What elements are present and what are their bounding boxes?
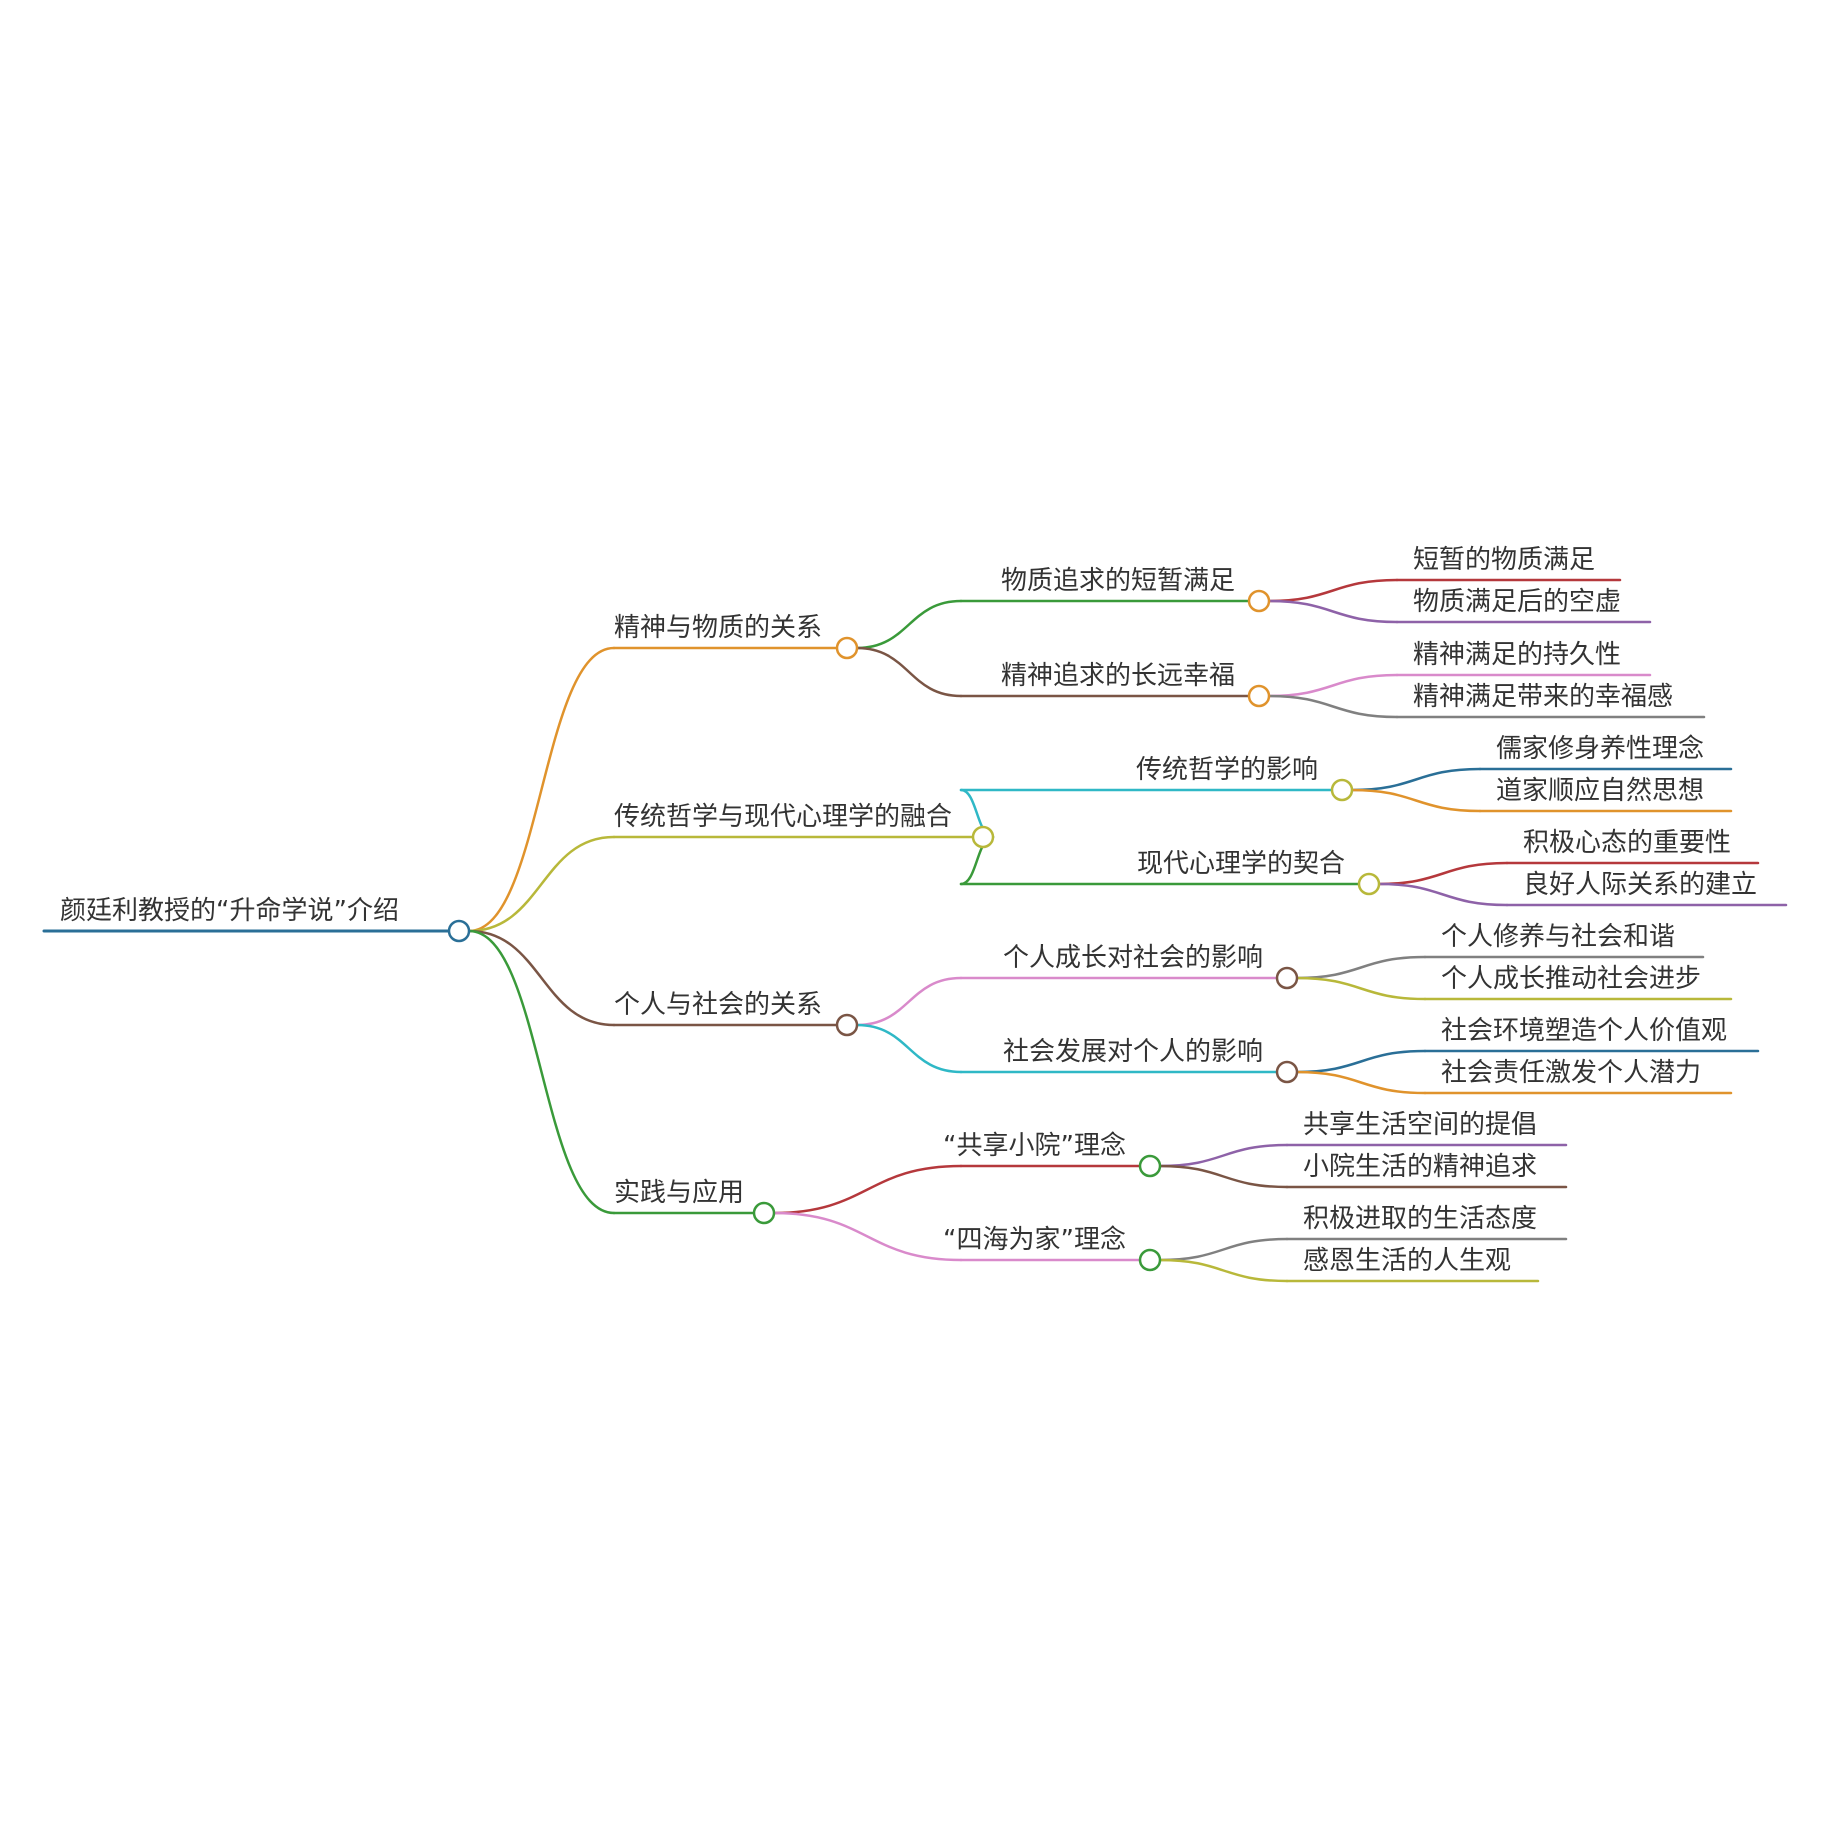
leaf-connector — [1377, 882, 1509, 907]
subbranch-expand-toggle[interactable] — [1357, 872, 1381, 896]
leaf-connector — [1267, 578, 1399, 603]
leaf-connector — [1295, 976, 1427, 1001]
leaf-node-label: 物质满足后的空虚 — [1413, 587, 1621, 617]
subbranch-node-label: 精神追求的长远幸福 — [1001, 661, 1235, 691]
leaf-connector — [1377, 861, 1509, 886]
branch-connector — [467, 835, 616, 933]
subbranch-connector — [772, 1211, 963, 1262]
leaf-node-label: 良好人际关系的建立 — [1523, 870, 1757, 900]
branch-node-label: 个人与社会的关系 — [614, 990, 822, 1020]
branch-expand-toggle[interactable] — [835, 636, 859, 660]
subbranch-expand-toggle[interactable] — [1275, 966, 1299, 990]
leaf-node-label: 积极心态的重要性 — [1523, 828, 1731, 858]
branch-node-label: 传统哲学与现代心理学的融合 — [614, 802, 952, 832]
leaf-node-label: 感恩生活的人生观 — [1303, 1246, 1511, 1276]
leaf-connector — [1295, 1049, 1427, 1074]
subbranch-expand-toggle[interactable] — [1247, 684, 1271, 708]
leaf-connector — [1267, 599, 1399, 624]
leaf-node-label: 社会环境塑造个人价值观 — [1441, 1016, 1727, 1046]
leaf-connector — [1295, 1070, 1427, 1095]
subbranch-node-label: 现代心理学的契合 — [1137, 849, 1345, 879]
subbranch-expand-toggle[interactable] — [1138, 1154, 1162, 1178]
leaf-connector — [1350, 767, 1482, 792]
branch-expand-toggle[interactable] — [971, 825, 995, 849]
leaf-node-label: 个人修养与社会和谐 — [1441, 922, 1675, 952]
subbranch-expand-toggle[interactable] — [1138, 1248, 1162, 1272]
subbranch-expand-toggle[interactable] — [1247, 589, 1271, 613]
branch-expand-toggle[interactable] — [752, 1201, 776, 1225]
subbranch-connector — [772, 1164, 963, 1215]
leaf-node-label: 精神满足的持久性 — [1413, 640, 1621, 670]
leaf-node-label: 精神满足带来的幸福感 — [1413, 682, 1673, 712]
subbranch-node-label: “四海为家”理念 — [943, 1225, 1126, 1255]
leaf-node-label: 短暂的物质满足 — [1413, 545, 1595, 575]
root-node-label: 颜廷利教授的“升命学说”介绍 — [60, 896, 399, 926]
leaf-connector — [1267, 694, 1399, 719]
leaf-connector — [1267, 673, 1399, 698]
leaf-node-label: 积极进取的生活态度 — [1303, 1204, 1537, 1234]
root-expand-toggle[interactable] — [447, 919, 471, 943]
leaf-node-label: 共享生活空间的提倡 — [1303, 1110, 1537, 1140]
branch-connector — [467, 929, 616, 1215]
branch-expand-toggle[interactable] — [835, 1013, 859, 1037]
branch-node-label: 实践与应用 — [614, 1178, 744, 1208]
leaf-connector — [1158, 1143, 1289, 1168]
branch-connector — [467, 646, 616, 933]
leaf-node-label: 小院生活的精神追求 — [1303, 1152, 1537, 1182]
branch-connector — [467, 929, 616, 1027]
leaf-node-label: 儒家修身养性理念 — [1496, 734, 1704, 764]
subbranch-node-label: 物质追求的短暂满足 — [1001, 566, 1235, 596]
subbranch-expand-toggle[interactable] — [1330, 778, 1354, 802]
branch-node-label: 精神与物质的关系 — [614, 613, 822, 643]
leaf-connector — [1350, 788, 1482, 813]
subbranch-node-label: 个人成长对社会的影响 — [1003, 943, 1263, 973]
subbranch-node-label: 传统哲学的影响 — [1136, 755, 1318, 785]
leaf-node-label: 个人成长推动社会进步 — [1441, 964, 1701, 994]
subbranch-connector — [855, 599, 963, 650]
subbranch-expand-toggle[interactable] — [1275, 1060, 1299, 1084]
subbranch-connector — [855, 1023, 963, 1074]
subbranch-connector — [855, 646, 963, 698]
leaf-connector — [1158, 1237, 1289, 1262]
subbranch-node-label: 社会发展对个人的影响 — [1003, 1037, 1263, 1067]
leaf-connector — [1158, 1164, 1289, 1189]
subbranch-connector — [855, 976, 963, 1027]
leaf-connector — [1295, 955, 1427, 980]
leaf-connector — [1158, 1258, 1289, 1283]
leaf-node-label: 道家顺应自然思想 — [1496, 776, 1704, 806]
leaf-node-label: 社会责任激发个人潜力 — [1441, 1058, 1701, 1088]
subbranch-node-label: “共享小院”理念 — [943, 1131, 1126, 1161]
